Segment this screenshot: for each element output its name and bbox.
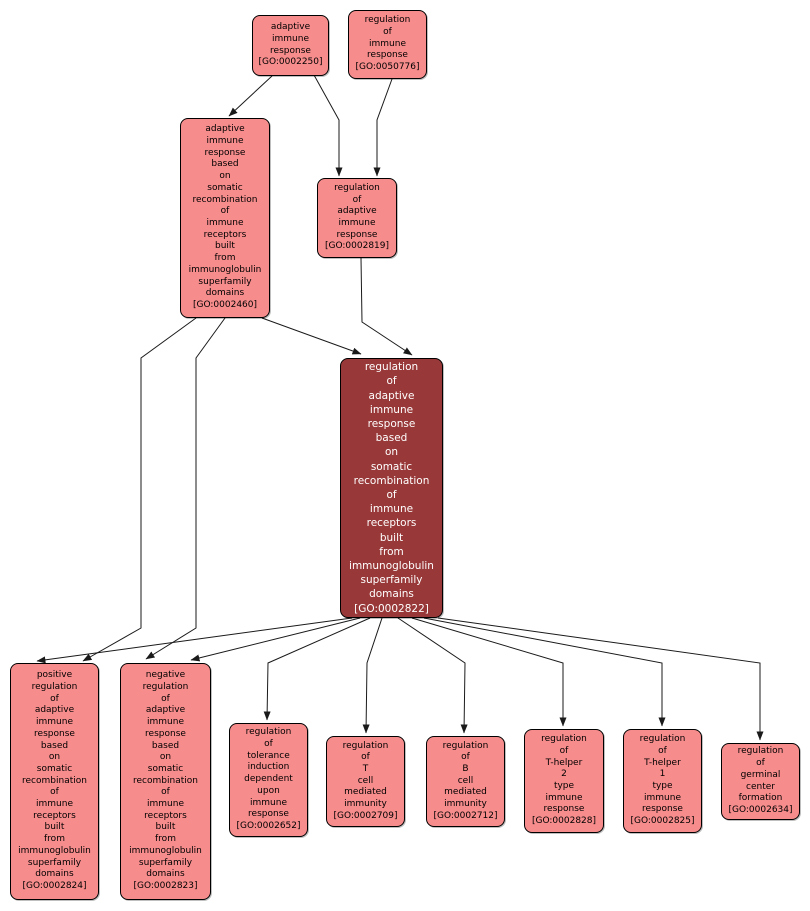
go-node-0002822-label: regulation of adaptive immune response b… [349,361,434,615]
go-node-0002824[interactable]: positive regulation of adaptive immune r… [10,663,99,900]
go-node-0002712-label: regulation of B cell mediated immunity [… [433,740,498,821]
go-node-0002250[interactable]: adaptive immune response [GO:0002250] [252,15,329,76]
go-node-0002652[interactable]: regulation of tolerance induction depend… [229,723,308,837]
go-node-0002460-label: adaptive immune response based on somati… [188,124,262,310]
edge-0002819-0002822 [360,257,413,356]
edge-0002250-0002819 [313,74,343,177]
go-node-0002709-label: regulation of T cell mediated immunity [… [333,740,398,821]
edge-0002822-0002712 [397,617,468,734]
go-node-0002709[interactable]: regulation of T cell mediated immunity [… [326,736,405,827]
edge-0002822-0002652 [263,617,371,721]
edge-0002460-0002823 [145,317,226,660]
go-node-0002712[interactable]: regulation of B cell mediated immunity [… [426,736,505,827]
go-node-0002634[interactable]: regulation of germinal center formation … [721,743,800,820]
go-node-0002825[interactable]: regulation of T-helper 1 type immune res… [623,729,702,833]
go-node-0002824-label: positive regulation of adaptive immune r… [18,670,91,891]
go-node-0002828[interactable]: regulation of T-helper 2 type immune res… [524,729,604,833]
go-node-0002652-label: regulation of tolerance induction depend… [236,727,301,831]
go-node-0050776-label: regulation of immune response [GO:005077… [355,15,420,73]
go-node-0002819[interactable]: regulation of adaptive immune response [… [317,178,397,258]
go-node-0002823-label: negative regulation of adaptive immune r… [129,670,202,891]
edge-0002460-0002824 [82,317,197,662]
go-node-0002828-label: regulation of T-helper 2 type immune res… [531,734,597,827]
edge-0002822-0002709 [362,617,383,734]
edge-0002822-0002824 [36,617,353,664]
edge-0002822-0002828 [411,617,567,727]
go-node-0002819-label: regulation of adaptive immune response [… [324,182,390,252]
go-node-0002825-label: regulation of T-helper 1 type immune res… [630,734,695,827]
edge-0002822-0002825 [423,617,666,727]
go-node-0002823[interactable]: negative regulation of adaptive immune r… [120,663,211,900]
edge-0002460-0002822 [261,317,362,355]
edge-0002822-0002634 [437,617,764,741]
go-node-0050776[interactable]: regulation of immune response [GO:005077… [348,10,427,79]
go-node-0002460[interactable]: adaptive immune response based on somati… [180,118,270,318]
go-node-0002822-selected[interactable]: regulation of adaptive immune response b… [340,358,443,618]
edge-0002822-0002823 [190,617,361,662]
edge-0002250-0002460 [228,75,273,117]
go-node-0002634-label: regulation of germinal center formation … [728,746,793,815]
go-node-0002250-label: adaptive immune response [GO:0002250] [258,22,323,68]
edge-0050776-0002819 [373,78,393,177]
